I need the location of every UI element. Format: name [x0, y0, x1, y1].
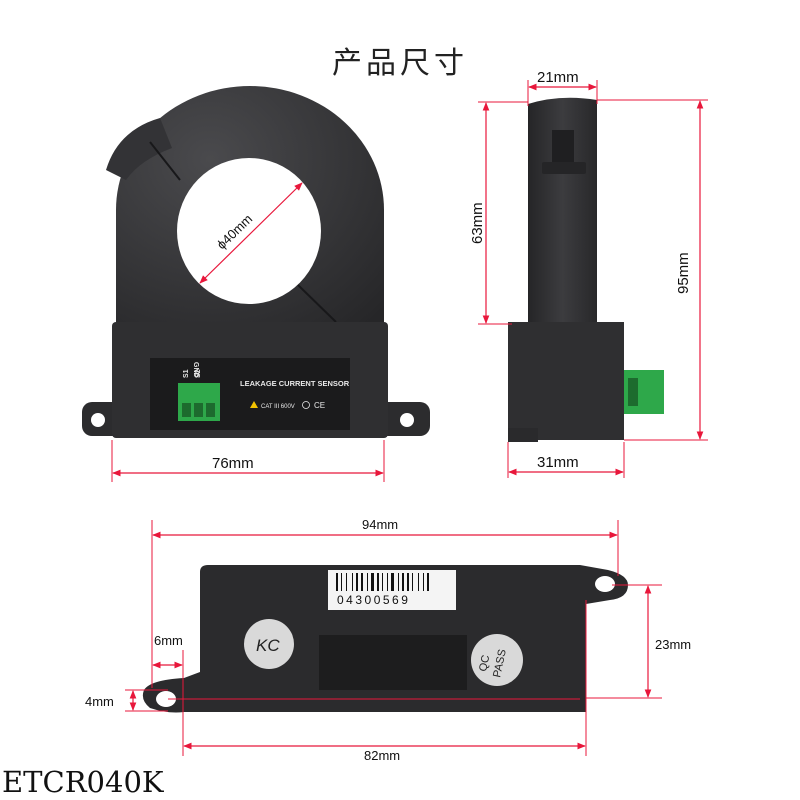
barcode-bar: [377, 573, 379, 591]
dim-21-label: 21mm: [537, 69, 579, 86]
dim-95-label: 95mm: [675, 252, 692, 294]
barcode-bar: [423, 573, 424, 591]
side-base-foot: [508, 428, 538, 442]
barcode-bars: [336, 573, 429, 591]
cert-mark-icon: [302, 401, 310, 409]
terminal-label-s1: S1: [183, 369, 190, 378]
barcode-bar: [336, 573, 338, 591]
front-split-line-top: [149, 141, 181, 181]
sensor-label-text: LEAKAGE CURRENT SENSOR: [240, 379, 350, 388]
barcode-bar: [382, 573, 383, 591]
bottom-window: [319, 635, 467, 690]
dim-31-label: 31mm: [537, 454, 579, 471]
kc-sticker-text: KC: [256, 636, 280, 655]
barcode-bar: [356, 573, 358, 591]
barcode-bar: [367, 573, 368, 591]
qc-pass-sticker: [471, 634, 523, 686]
dim-82-label: 82mm: [364, 748, 400, 763]
page-title: 产品尺寸: [332, 46, 468, 81]
barcode-bar: [427, 573, 429, 591]
dim-94-label: 94mm: [362, 517, 398, 532]
side-upper-housing: [528, 97, 597, 328]
barcode-bar: [387, 573, 388, 591]
ce-mark: CE: [314, 401, 325, 410]
terminal-screw-2: [194, 403, 203, 417]
front-flange-hole-right: [400, 413, 414, 427]
bottom-hole-right: [595, 576, 615, 592]
warning-triangle-icon: [250, 401, 258, 408]
barcode-bar: [407, 573, 409, 591]
qc-sticker-line2: PASS: [491, 648, 509, 678]
barcode-bar: [412, 573, 413, 591]
bottom-dimensions: 94mm 23mm 6mm 4mm 82mm: [85, 517, 691, 763]
side-view: [508, 97, 664, 442]
terminal-screw-3: [206, 403, 215, 417]
front-flange-hole-left: [91, 413, 105, 427]
rating-text: CAT III 600V: [261, 404, 295, 410]
dim-4-label: 4mm: [85, 694, 114, 709]
side-dimensions: 21mm 63mm 95mm 31mm: [469, 69, 708, 478]
side-latch-tab: [542, 162, 586, 174]
kc-sticker: [244, 619, 294, 669]
barcode-bar: [346, 573, 347, 591]
dim-23-label: 23mm: [655, 637, 691, 652]
barcode-bar: [398, 573, 399, 591]
front-view: S1 S2 GND LEAKAGE CURRENT SENSOR CAT III…: [82, 86, 430, 438]
dim-diameter-line: [199, 182, 303, 284]
barcode-number: 04300569: [337, 593, 410, 607]
qc-sticker-line1: QC: [477, 654, 492, 673]
front-ring-hole: [177, 158, 321, 304]
barcode-bar: [391, 573, 394, 591]
side-lower-body: [508, 322, 624, 440]
barcode-bar: [402, 573, 404, 591]
terminal-screw-1: [182, 403, 191, 417]
front-split-line-bottom: [297, 284, 337, 323]
barcode-bar: [352, 573, 353, 591]
terminal-label-s2: S2: [195, 369, 202, 378]
barcode-bar: [361, 573, 363, 591]
bottom-view: 04300569 KC QC PASS: [142, 565, 628, 713]
model-number: ETCR040K: [2, 765, 164, 799]
side-terminal-detail: [628, 378, 638, 406]
dim-76-label: 76mm: [212, 455, 254, 472]
front-clip-latch: [106, 118, 172, 180]
dim-63-label: 63mm: [469, 202, 486, 244]
terminal-label-gnd: GND: [192, 362, 199, 378]
barcode-bar: [341, 573, 342, 591]
barcode-bar: [418, 573, 419, 591]
barcode-bar: [371, 573, 374, 591]
bottom-hole-left: [156, 691, 176, 707]
dim-6-label: 6mm: [154, 633, 183, 648]
side-latch: [552, 130, 574, 168]
